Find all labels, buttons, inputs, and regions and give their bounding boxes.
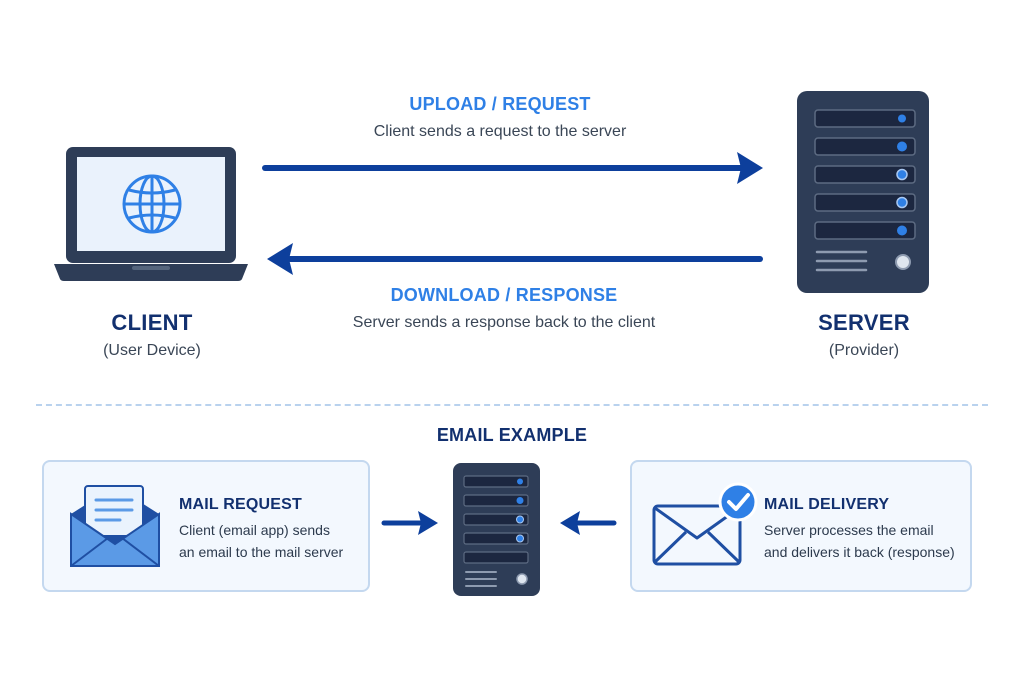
mail-delivery-line1: Server processes the email — [764, 522, 934, 538]
open-envelope-icon — [70, 485, 160, 567]
server-title: SERVER — [818, 310, 910, 335]
upload-title: UPLOAD / REQUEST — [409, 94, 591, 114]
section-divider — [36, 404, 988, 406]
globe-icon — [122, 174, 182, 234]
download-title: DOWNLOAD / RESPONSE — [390, 285, 618, 305]
mail-delivery-title: MAIL DELIVERY — [764, 496, 890, 513]
mail-request-line2: an email to the mail server — [179, 544, 344, 560]
mail-delivery-card: MAIL DELIVERY Server processes the email… — [630, 460, 972, 592]
mail-server-icon — [453, 463, 540, 596]
mail-request-title: MAIL REQUEST — [179, 496, 303, 513]
client-subtitle: (User Device) — [103, 342, 201, 359]
server-subtitle: (Provider) — [828, 342, 900, 359]
mail-delivery-line2: and delivers it back (response) — [764, 544, 955, 560]
request-arrow-small — [381, 511, 438, 535]
server-icon — [797, 91, 929, 293]
envelope-check-icon — [652, 482, 758, 566]
upload-subtitle: Client sends a request to the server — [373, 123, 627, 140]
flow-arrows — [262, 152, 763, 275]
mail-request-line1: Client (email app) sends — [179, 522, 330, 538]
download-arrow — [267, 243, 763, 275]
mail-request-card: MAIL REQUEST Client (email app) sends an… — [42, 460, 370, 592]
upload-arrow — [262, 152, 763, 184]
email-example-title: EMAIL EXAMPLE — [436, 425, 588, 445]
client-title: CLIENT — [111, 310, 193, 335]
delivery-arrow-small — [560, 511, 617, 535]
download-subtitle: Server sends a response back to the clie… — [352, 314, 656, 331]
client-laptop — [54, 147, 248, 281]
check-badge-icon — [718, 482, 758, 522]
